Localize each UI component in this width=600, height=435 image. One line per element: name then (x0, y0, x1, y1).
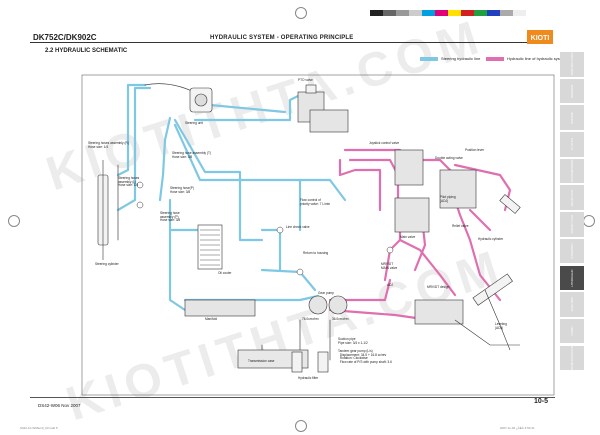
svg-text:KIOTI: KIOTI (531, 35, 550, 42)
tab-specification[interactable]: SPECIFICATION (560, 52, 584, 77)
label-steering-unit: Steering unit (185, 121, 203, 125)
header-divider (30, 42, 550, 43)
section-title: 2.2 HYDRAULIC SCHEMATIC (45, 48, 128, 54)
label-pump-note: Tandem gear pump (L/s) Displacement: 34.… (338, 349, 392, 364)
tab-troubleshooting[interactable]: TROUBLESHOOTING (560, 343, 584, 373)
tab-transmission[interactable]: TRANSMISSION (560, 158, 584, 184)
tab-cabin[interactable]: CABIN (560, 318, 584, 344)
label-hydraulic-cylinder: Hydraulic cylinder (478, 237, 504, 241)
label-oil-cooler: Oil cooler (218, 271, 232, 275)
label-leveling-cylinder: Leveling (ADJ) (495, 322, 507, 330)
label-transmission-case: Transmission case (248, 359, 275, 363)
label-steering-hose-t: Steering hose assembly (T) Hose size: 3/… (172, 151, 211, 159)
label-steering-hose-r: Steering hoses assembly (R) Hose size: 1… (88, 141, 129, 149)
label-gear-pump: Gear pump (318, 291, 334, 295)
label-pilot-piping: Pilot piping (ADJ) (440, 195, 456, 203)
label-steering-hose-p2: Steering hose assembly (P) Hose size: 3/… (160, 211, 181, 223)
print-slug-right: 2007-11-30 ¿ÀÈÄ 4:53:41 (500, 426, 535, 430)
print-slug-left: S042-10-W06e10_03.indd 5 (20, 426, 58, 430)
label-mrv-design: MRV/DT design (427, 285, 450, 289)
label-manifold: Manifold (205, 317, 218, 321)
tab-electric[interactable]: ELECTRIC (560, 292, 584, 317)
tab-rear-axle[interactable]: REAR AXLE (560, 185, 584, 210)
label-position-lever: Position lever (465, 148, 485, 152)
label-relief-valve: Relief valve (452, 224, 469, 228)
kioti-logo: KIOTI (527, 30, 553, 44)
chapter-title: HYDRAULIC SYSTEM - OPERATING PRINCIPLE (210, 35, 354, 41)
footer-divider (30, 397, 555, 398)
tab-general[interactable]: GENERAL (560, 78, 584, 104)
label-mrv-dcv: MRV/DT MAIN valve (381, 262, 398, 270)
tab-engine[interactable]: ENGINE (560, 105, 584, 130)
label-steering-hose-l: Steering hoses assembly (L) Hose size: 1… (118, 176, 140, 188)
label-pump-b: 36.0cm³/rev (332, 317, 349, 321)
label-main-valve: Main valve (400, 235, 416, 239)
steering-line-legend: Steering hydraulic line (441, 56, 481, 61)
hydraulic-line-swatch (486, 57, 504, 61)
tab-hydraulic[interactable]: HYDRAULIC (560, 265, 584, 290)
tab-clutch[interactable]: CLUTCH (560, 132, 584, 157)
label-adj: ADJ (387, 283, 394, 287)
footer-doc-code: DS42-W06 Nov 2007 (38, 403, 81, 408)
label-return-to-housing: Return to housing (303, 251, 329, 255)
registration-mark (295, 7, 307, 19)
label-joystick-valve: Joystick control valve (369, 141, 400, 145)
label-line-check-valve: Line check valve (286, 225, 310, 229)
registration-mark (8, 215, 20, 227)
color-calibration-bar (370, 10, 526, 16)
tab-steering[interactable]: STEERING (560, 238, 584, 264)
hydraulic-line-legend: Hydraulic line of hydraulic system (507, 56, 567, 61)
page-number: 10-5 (534, 398, 549, 405)
model-title: DK752C/DK902C (33, 33, 97, 42)
steering-line-swatch (420, 57, 438, 61)
label-pto-valve: PTO valve (298, 78, 313, 82)
label-steering-hose-p: Steering hose(P) Hose size: 3/8 (170, 186, 194, 194)
chapter-tab-strip: SPECIFICATION GENERAL ENGINE CLUTCH TRAN… (560, 52, 584, 373)
registration-mark (295, 420, 307, 432)
label-suction-pipe: Suction pipe Pipe size: 3/4 x 1-1/2 (338, 337, 368, 345)
tab-front-axle[interactable]: FRONT AXLE (560, 212, 584, 237)
label-double-acting-valve: Double acting valve (435, 156, 463, 160)
label-pump-a: 76.0cm³/rev (302, 317, 319, 321)
label-hydraulic-filter: Hydraulic filter (298, 376, 319, 380)
label-flow-control: Flow control of priority valve: 7 L/min (300, 198, 331, 206)
label-steering-cylinder: Steering cylinder (95, 262, 119, 266)
